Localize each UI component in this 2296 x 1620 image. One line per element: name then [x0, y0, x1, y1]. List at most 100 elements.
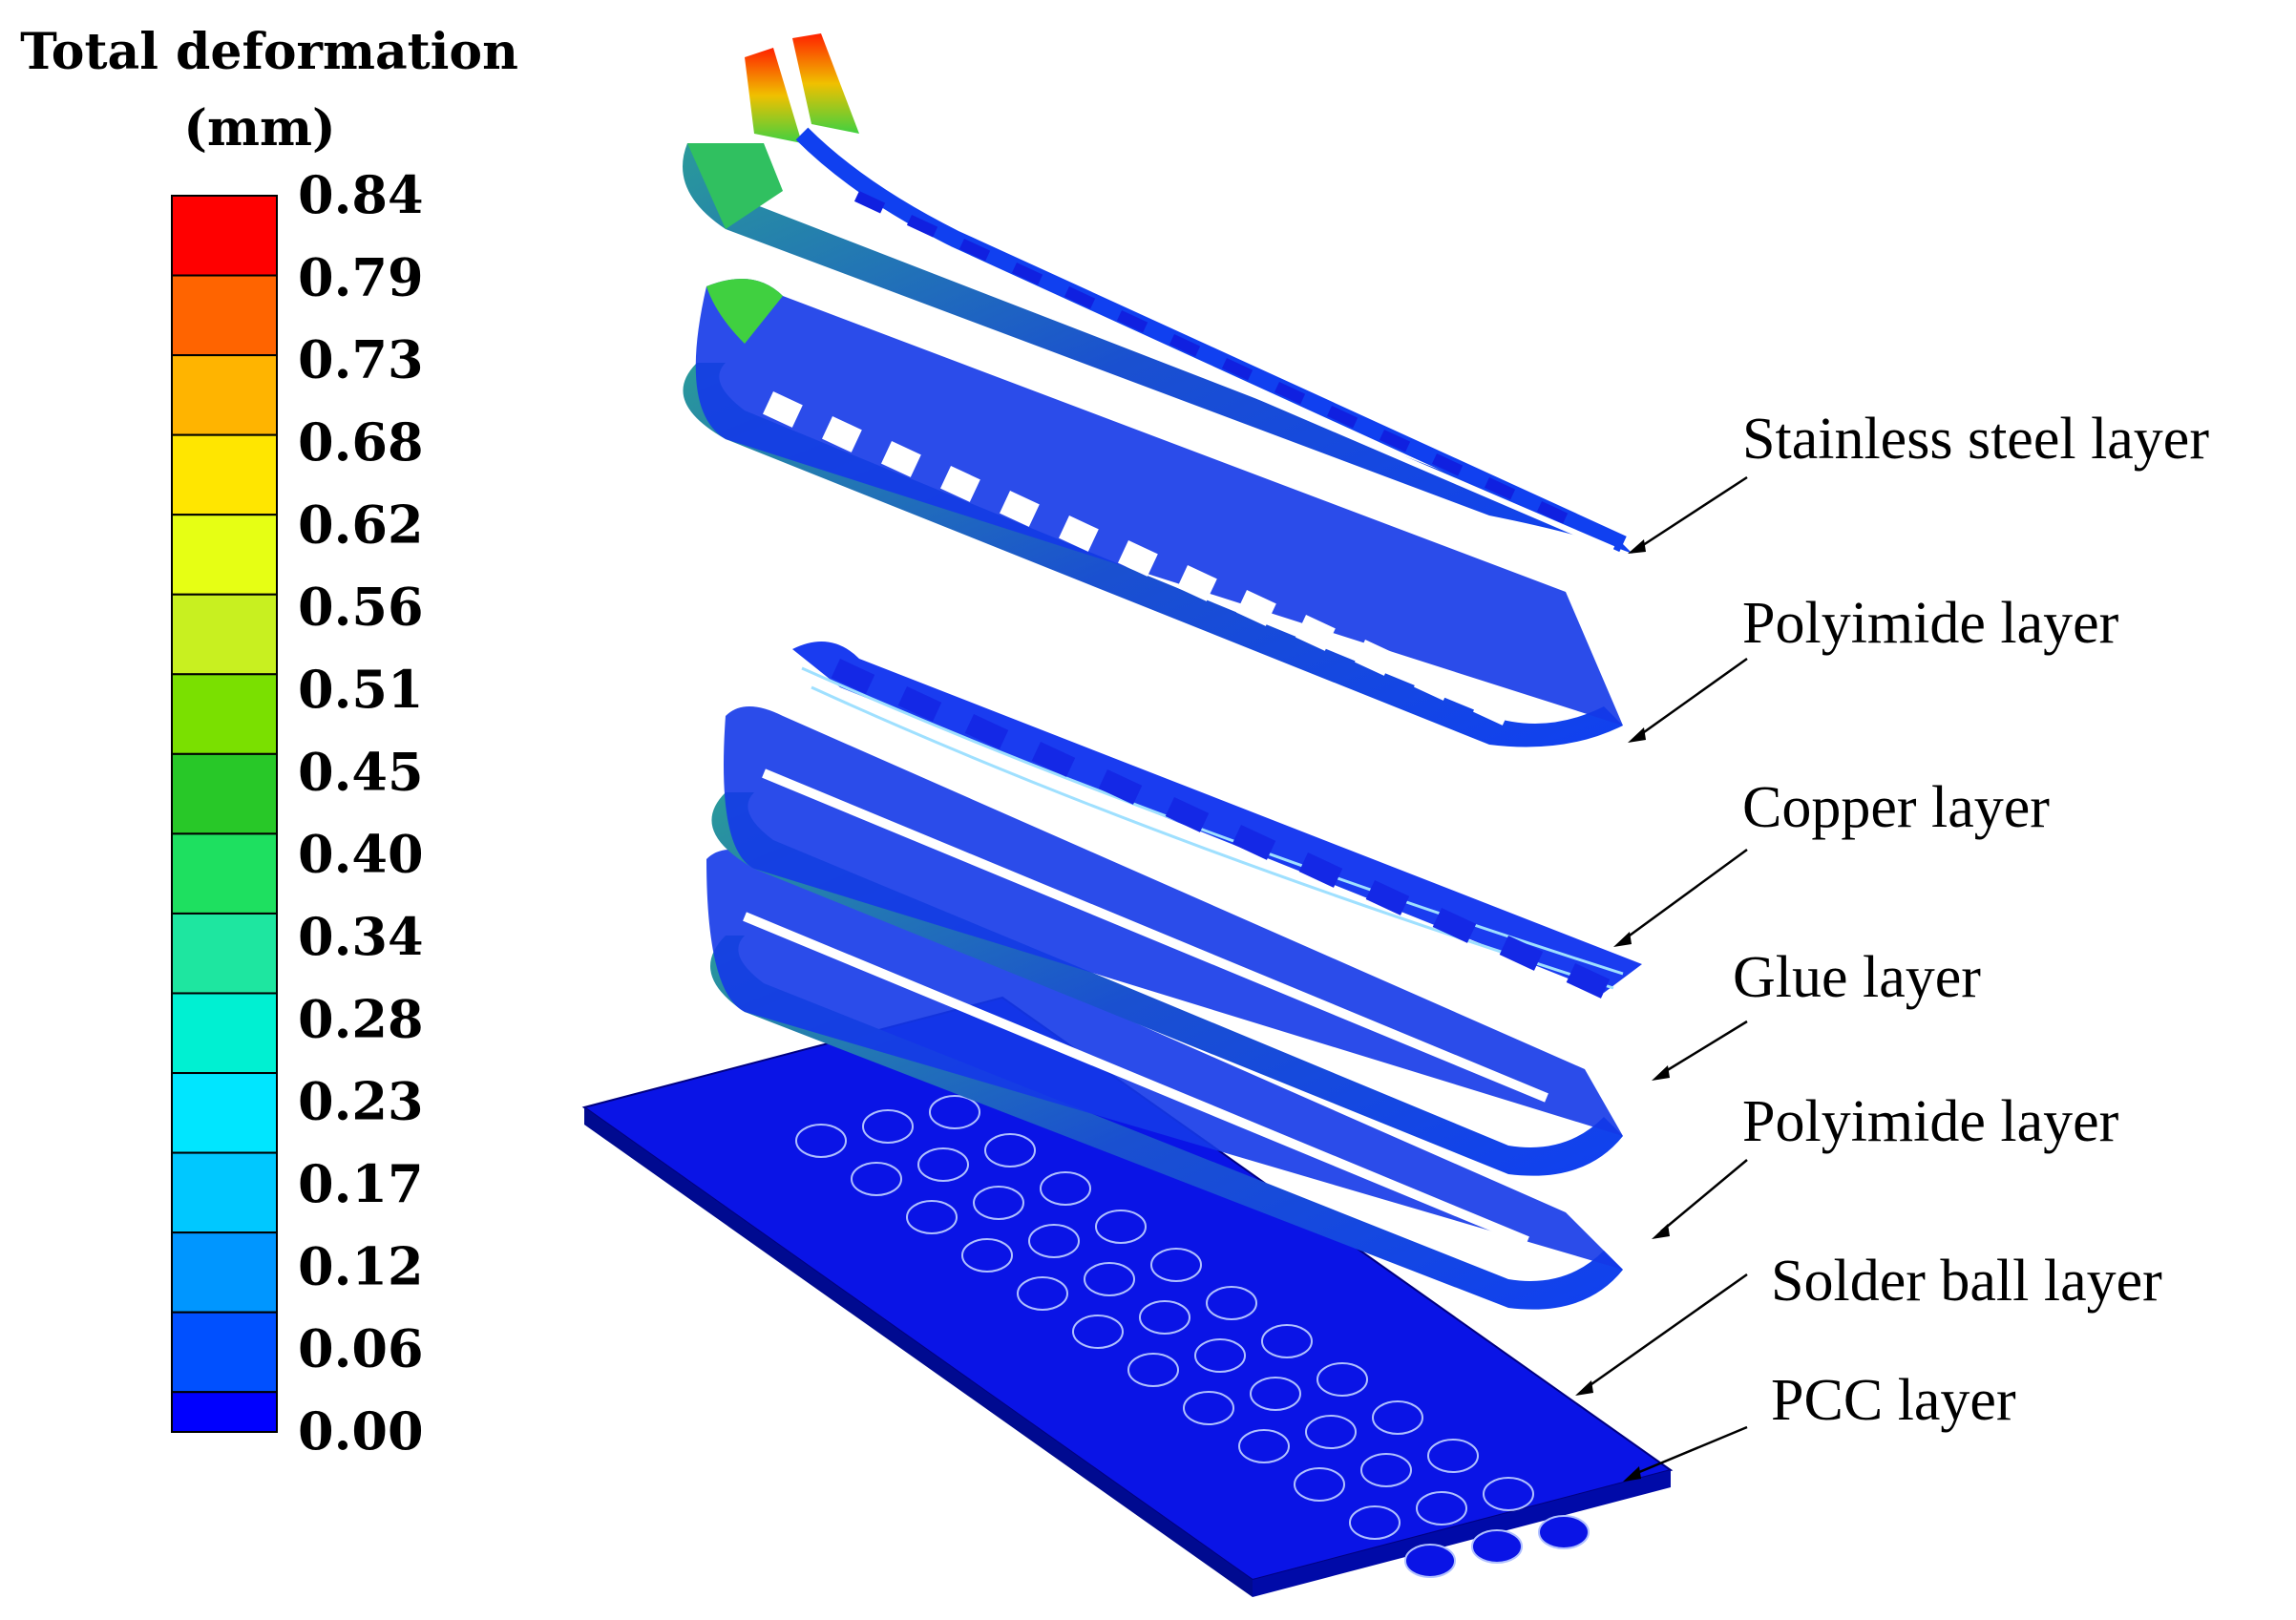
- copper-pad: [831, 659, 875, 694]
- polyimide-window: [1118, 539, 1158, 577]
- steel-slot: [1379, 429, 1411, 452]
- solder-ball: [906, 1200, 958, 1234]
- label-pcc: PCC layer: [1771, 1368, 2016, 1433]
- copper-pad: [1298, 852, 1343, 888]
- stainless-steel-slots: [853, 191, 1569, 524]
- solder-ball: [1206, 1286, 1257, 1320]
- solder-ball: [1150, 1248, 1202, 1282]
- polyimide-window: [881, 440, 921, 477]
- solder-ball: [1372, 1400, 1423, 1435]
- copper-pad: [1165, 797, 1210, 832]
- legend-swatch: [171, 593, 278, 676]
- legend-title: Total deformation: [20, 23, 518, 81]
- leader-copper: [1622, 848, 1748, 942]
- polyimide-window: [1236, 590, 1276, 626]
- leader-polyimide-upper: [1636, 657, 1748, 739]
- solder-ball: [1084, 1262, 1135, 1296]
- polyimide-window: [763, 391, 803, 428]
- solder-ball: [1183, 1391, 1234, 1425]
- steel-slot: [1326, 405, 1359, 429]
- solder-ball: [1294, 1467, 1345, 1502]
- steel-slot: [1116, 309, 1148, 333]
- polyimide-window: [940, 465, 980, 502]
- copper-pad: [897, 685, 942, 722]
- legend-tick-label: 0.45: [298, 741, 424, 802]
- legend-tick-label: 0.51: [298, 659, 424, 720]
- solder-ball: [1238, 1429, 1290, 1463]
- polyimide-window: [1177, 565, 1217, 601]
- steel-slot: [1274, 382, 1306, 405]
- glue-layer: [711, 706, 1623, 1176]
- polyimide-squares: [763, 391, 1513, 726]
- solder-ball: [1261, 1324, 1313, 1358]
- polyimide-layer-lower: [706, 850, 1623, 1310]
- leader-pcc: [1632, 1425, 1748, 1477]
- solder-ball: [851, 1162, 902, 1196]
- legend-swatch: [171, 752, 278, 835]
- solder-ball-layer: [795, 1095, 1590, 1578]
- legend-swatch: [171, 433, 278, 516]
- label-polyimide-lower: Polyimide layer: [1742, 1089, 2119, 1154]
- solder-ball: [1317, 1362, 1368, 1397]
- legend: Total deformation (mm) 0.840.790.730.680…: [20, 23, 518, 1462]
- legend-tick-label: 0.73: [298, 329, 424, 390]
- stainless-steel-layer: [683, 33, 1632, 554]
- solder-ball: [1427, 1439, 1479, 1473]
- copper-pad: [1566, 963, 1611, 999]
- solder-ball: [1028, 1224, 1080, 1258]
- solder-ball: [1127, 1353, 1179, 1387]
- leader-stainless-steel: [1636, 475, 1748, 551]
- legend-tick-label: 0.84: [298, 164, 424, 225]
- polyimide-window: [822, 416, 862, 452]
- legend-tick-label: 0.28: [298, 988, 424, 1049]
- steel-slot: [853, 191, 886, 214]
- legend-swatch: [171, 195, 278, 277]
- legend-swatch: [171, 673, 278, 755]
- leader-polyimide-lower: [1660, 1159, 1748, 1232]
- steel-slot: [1221, 358, 1253, 381]
- label-polyimide-upper: Polyimide layer: [1742, 591, 2119, 656]
- solder-ball: [1305, 1415, 1357, 1449]
- copper-pad: [964, 714, 1009, 749]
- polyimide-window: [1414, 664, 1454, 701]
- legend-tick-label: 0.68: [298, 411, 424, 473]
- legend-tick-label: 0.62: [298, 494, 424, 555]
- label-stainless-steel: Stainless steel layer: [1742, 407, 2209, 472]
- legend-swatch: [171, 1311, 278, 1394]
- polyimide-window: [1295, 615, 1336, 651]
- legend-tick-label: 0.12: [298, 1235, 424, 1296]
- leader-solder-ball: [1584, 1273, 1748, 1391]
- copper-pad: [1232, 824, 1276, 860]
- legend-swatch: [171, 354, 278, 436]
- copper-pad: [1098, 768, 1143, 805]
- copper-pad: [1031, 741, 1076, 777]
- legend-swatch: [171, 832, 278, 915]
- steel-slot: [1484, 477, 1516, 500]
- solder-ball: [1416, 1491, 1467, 1525]
- solder-ball: [1040, 1171, 1091, 1206]
- legend-tick-label: 0.34: [298, 906, 424, 967]
- copper-layer: [792, 642, 1642, 999]
- legend-swatch: [171, 992, 278, 1075]
- solder-ball: [862, 1109, 914, 1144]
- polyimide-window: [1059, 515, 1099, 552]
- copper-pads: [831, 659, 1611, 999]
- solder-ball: [1072, 1315, 1124, 1349]
- legend-tick-label: 0.06: [298, 1318, 424, 1379]
- layer-labels: Stainless steel layer Polyimide layer Co…: [1575, 407, 2209, 1482]
- solder-ball: [917, 1147, 969, 1182]
- solder-ball: [961, 1238, 1013, 1273]
- legend-swatch: [171, 1231, 278, 1314]
- solder-ball: [1404, 1544, 1456, 1578]
- solder-ball: [1349, 1505, 1401, 1540]
- legend-tick-label: 0.56: [298, 577, 424, 638]
- legend-swatch: [171, 274, 278, 357]
- label-solder-ball: Solder ball layer: [1771, 1249, 2162, 1314]
- solder-ball: [1250, 1377, 1301, 1411]
- legend-color-bar: [171, 195, 278, 1434]
- legend-swatch: [171, 1151, 278, 1234]
- legend-tick-label: 0.40: [298, 824, 424, 885]
- steel-slot: [1536, 500, 1569, 524]
- solder-ball: [929, 1095, 980, 1129]
- solder-ball: [1483, 1477, 1534, 1511]
